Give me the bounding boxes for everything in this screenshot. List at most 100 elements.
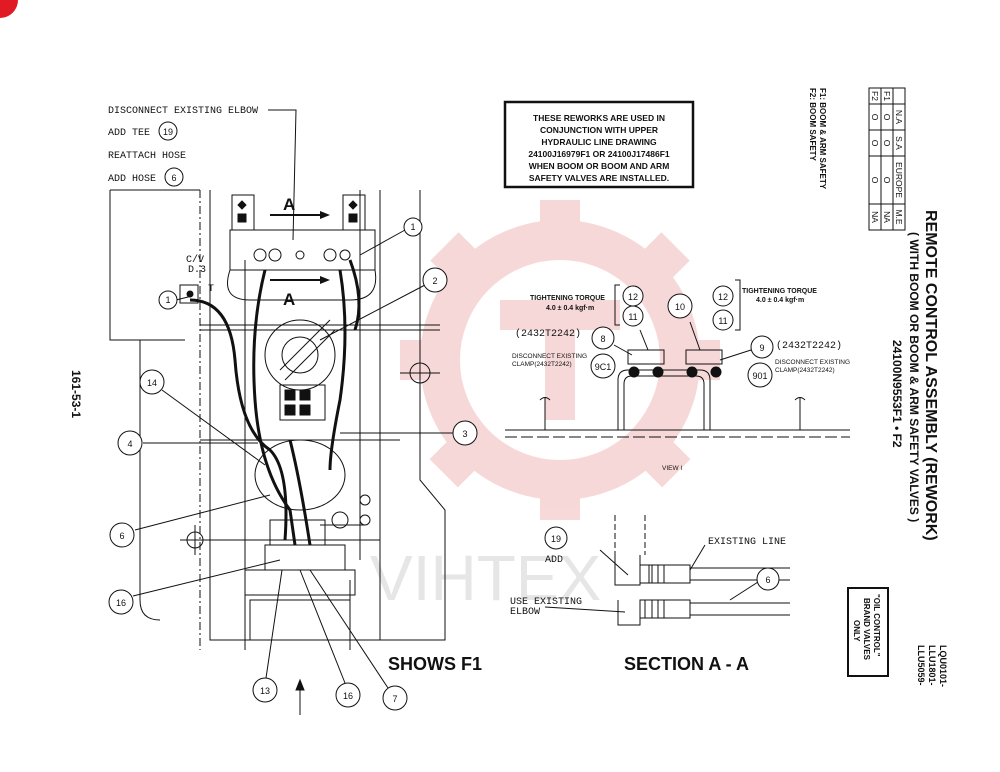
main-balloons: 1 1 2 3 4 6 14 16 13 16 7 <box>108 217 478 711</box>
title-part: 24100N9553F1 • F2 <box>890 340 904 448</box>
instruction-add-hose-ref: 6 <box>171 173 176 183</box>
t-label: T <box>208 284 214 295</box>
svg-text:12: 12 <box>718 292 728 302</box>
svg-text:6: 6 <box>119 531 124 541</box>
cv-label: C/V <box>186 254 204 266</box>
svg-text:11: 11 <box>718 316 727 326</box>
main-assembly <box>109 189 446 715</box>
balloon <box>158 290 178 310</box>
instruction-add-hose: ADD HOSE <box>108 174 156 185</box>
svg-text:6: 6 <box>765 575 770 585</box>
svg-text:A: A <box>283 195 295 214</box>
svg-text:CONJUNCTION WITH UPPER: CONJUNCTION WITH UPPER <box>540 125 658 135</box>
oil-control-2: BRAND VALVES <box>862 598 871 661</box>
region-table-cell: NA <box>882 211 892 223</box>
torque-left-title: TIGHTENING TORQUE <box>530 295 605 302</box>
balloon <box>382 685 408 711</box>
svg-text:SAFETY VALVES ARE INSTALLED.: SAFETY VALVES ARE INSTALLED. <box>529 173 669 183</box>
add-label: ADD <box>545 555 563 566</box>
balloon <box>403 217 423 237</box>
svg-text:2: 2 <box>432 276 437 286</box>
region-table-header: M.E <box>894 209 904 224</box>
region-table-header: N.A <box>894 110 904 125</box>
svg-text:11: 11 <box>628 312 637 322</box>
svg-text:3: 3 <box>462 429 467 439</box>
region-table-cell: O <box>870 177 880 184</box>
section-a-a-label: SECTION A - A <box>624 654 749 674</box>
shows-f1-label: SHOWS F1 <box>388 654 482 674</box>
elbow-label: ELBOW <box>510 607 540 618</box>
rework-note-box: THESE REWORKS ARE USED IN CONJUNCTION WI… <box>503 100 695 189</box>
region-table-cell: O <box>882 114 892 121</box>
region-table-cell: F1 <box>882 91 892 101</box>
region-table-cell: O <box>870 140 880 147</box>
svg-text:16: 16 <box>116 598 126 608</box>
title-block: REMOTE CONTROL ASSEMBLY (REWORK) ( WITH … <box>808 87 948 687</box>
serial-2: LLU1801- <box>927 645 937 686</box>
svg-text:10: 10 <box>675 302 685 312</box>
balloon <box>422 267 448 293</box>
title-sub: ( WITH BOOM OR BOOM & ARM SAFETY VALVES … <box>907 232 921 522</box>
page-number: 161-53-1 <box>69 370 83 418</box>
corner-mark-icon <box>0 0 18 18</box>
variant-f2: F2: BOOM SAFETY <box>808 88 817 162</box>
region-table-cell: O <box>882 177 892 184</box>
instruction-reattach: REATTACH HOSE <box>108 151 186 162</box>
svg-text:4: 4 <box>127 439 132 449</box>
region-table-cell: O <box>870 114 880 121</box>
torque-right-title: TIGHTENING TORQUE <box>742 288 817 295</box>
torque-right-value: 4.0 ± 0.4 kgf·m <box>756 297 804 304</box>
cv-sub-label: D.3 <box>188 265 206 276</box>
instruction-add-tee: ADD TEE <box>108 128 150 139</box>
clamp-left-note-2: CLAMP(2432T2242) <box>512 361 572 368</box>
balloon <box>139 369 165 395</box>
clamp-detail: TIGHTENING TORQUE 4.0 ± 0.4 kgf·m TIGHTE… <box>505 279 850 472</box>
svg-text:901: 901 <box>752 371 767 381</box>
svg-text:19: 19 <box>551 534 561 544</box>
region-table-header: EUROPE <box>894 162 904 198</box>
svg-text:THESE REWORKS ARE USED IN: THESE REWORKS ARE USED IN <box>533 113 665 123</box>
svg-text:HYDRAULIC LINE DRAWING: HYDRAULIC LINE DRAWING <box>541 137 657 147</box>
svg-text:A: A <box>283 290 295 309</box>
instructions-block: DISCONNECT EXISTING ELBOW ADD TEE 19 REA… <box>108 106 297 241</box>
svg-text:9: 9 <box>759 343 764 353</box>
region-table-header: S.A <box>894 136 904 150</box>
svg-text:13: 13 <box>260 686 270 696</box>
svg-text:16: 16 <box>343 691 353 701</box>
region-table-cell: F2 <box>870 91 880 101</box>
section-arrow-top: A <box>270 195 330 219</box>
svg-text:9C1: 9C1 <box>595 362 612 372</box>
clamp-right-note-1: DISCONNECT EXISTING <box>775 359 850 366</box>
balloon <box>335 682 361 708</box>
serial-1: LQU0101- <box>938 645 948 687</box>
balloon <box>452 420 478 446</box>
section-a-a: EXISTING LINE 19 ADD USE EXISTING ELBOW … <box>510 515 790 626</box>
use-existing-label: USE EXISTING <box>510 597 582 608</box>
clamp-left-note-1: DISCONNECT EXISTING <box>512 353 587 360</box>
svg-text:24100J16979F1 OR 24100J17486F1: 24100J16979F1 OR 24100J17486F1 <box>528 149 670 159</box>
svg-text:WHEN BOOM OR BOOM AND ARM: WHEN BOOM OR BOOM AND ARM <box>529 161 670 171</box>
region-table-cell: NA <box>870 211 880 223</box>
instruction-disconnect: DISCONNECT EXISTING ELBOW <box>108 106 258 117</box>
svg-text:14: 14 <box>147 378 157 388</box>
clamp-right-note-2: CLAMP(2432T2242) <box>775 367 835 374</box>
section-arrow-bottom: A <box>270 276 330 309</box>
watermark-text: VIHTEX <box>370 542 601 614</box>
svg-text:12: 12 <box>628 292 638 302</box>
clamp-left-part: (2432T2242) <box>515 328 581 340</box>
svg-text:1: 1 <box>165 295 170 305</box>
balloon <box>117 430 143 456</box>
svg-text:7: 7 <box>392 694 397 704</box>
oil-control-1: "OIL CONTROL" <box>872 594 881 657</box>
clamp-right-part: (2432T2242) <box>776 340 842 352</box>
serial-3: LLU5059- <box>916 645 926 686</box>
balloon <box>109 522 135 548</box>
torque-left-value: 4.0 ± 0.4 kgf·m <box>546 305 594 312</box>
existing-line-label: EXISTING LINE <box>708 537 786 548</box>
balloon <box>108 589 134 615</box>
variant-f1: F1: BOOM & ARM SAFETY <box>818 88 827 190</box>
svg-text:8: 8 <box>600 334 605 344</box>
oil-control-3: ONLY <box>852 620 861 642</box>
